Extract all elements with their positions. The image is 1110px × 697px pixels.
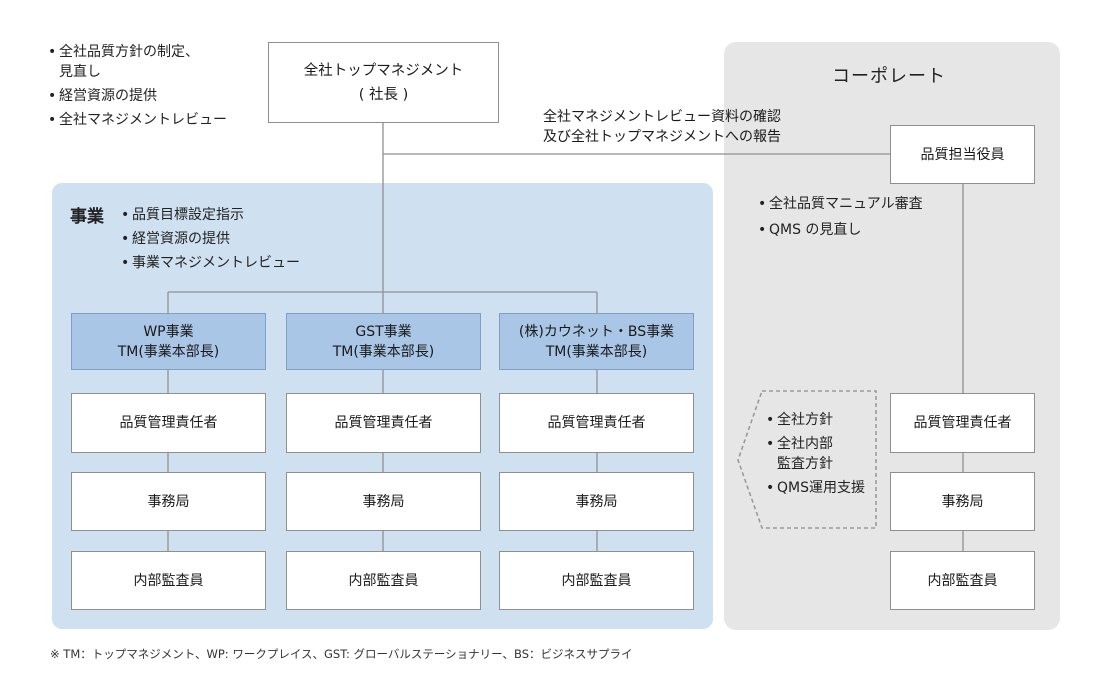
support-note-policy: 全社方針 [766, 410, 865, 430]
corporate-title: コーポレート [832, 66, 946, 87]
corp-quality-manager-box: 品質管理責任者 [890, 393, 1035, 453]
unit-wp-name: WP事業 [143, 323, 194, 340]
footnote: ※ TM：トップマネジメント、WP: ワークプレイス、GST: グローバルステー… [50, 647, 633, 661]
unit-gst-head: GST事業 TM(事業本部長) [286, 313, 481, 370]
top-notes: 全社品質方針の制定、見直し 経営資源の提供 全社マネジメントレビュー [48, 42, 227, 130]
unit-wp-tm: TM(事業本部長) [117, 343, 220, 360]
top-note-review: 全社マネジメントレビュー [48, 110, 227, 130]
unit-wp-quality-manager: 品質管理責任者 [71, 393, 266, 453]
corp-internal-auditor-box: 内部監査員 [890, 551, 1035, 610]
business-note-target: 品質目標設定指示 [121, 205, 300, 225]
unit-gst-name: GST事業 [355, 323, 412, 340]
unit-gst-internal-auditor: 内部監査員 [286, 551, 481, 610]
business-notes: 品質目標設定指示 経営資源の提供 事業マネジメントレビュー [121, 205, 300, 273]
business-title: 事業 [70, 207, 104, 227]
business-note-resources: 経営資源の提供 [121, 229, 300, 249]
unit-wp-internal-auditor: 内部監査員 [71, 551, 266, 610]
officer-note-qms: QMS の見直し [758, 220, 923, 240]
report-label: 全社マネジメントレビュー資料の確認 及び全社トップマネジメントへの報告 [543, 109, 781, 145]
unit-bs-head: (株)カウネット・BS事業 TM(事業本部長) [499, 313, 694, 370]
officer-note-manual: 全社品質マニュアル審査 [758, 194, 923, 214]
unit-gst-quality-manager: 品質管理責任者 [286, 393, 481, 453]
unit-wp-secretariat: 事務局 [71, 472, 266, 531]
unit-bs-name: (株)カウネット・BS事業 [518, 323, 675, 340]
business-note-review: 事業マネジメントレビュー [121, 253, 300, 273]
top-management-title: 全社トップマネジメント [303, 62, 464, 79]
unit-bs-tm: TM(事業本部長) [545, 343, 648, 360]
top-management-subtitle: ( 社長 ) [358, 86, 409, 103]
unit-gst-secretariat: 事務局 [286, 472, 481, 531]
support-note-qms: QMS運用支援 [766, 478, 865, 498]
top-management-box: 全社トップマネジメント ( 社長 ) [268, 42, 499, 123]
support-callout-outline [737, 390, 877, 529]
unit-bs-secretariat: 事務局 [499, 472, 694, 531]
top-note-policy: 全社品質方針の制定、見直し [48, 42, 227, 82]
quality-officer-box: 品質担当役員 [890, 125, 1035, 184]
unit-bs-internal-auditor: 内部監査員 [499, 551, 694, 610]
officer-notes: 全社品質マニュアル審査 QMS の見直し [758, 194, 923, 240]
unit-gst-tm: TM(事業本部長) [332, 343, 435, 360]
top-note-resources: 経営資源の提供 [48, 86, 227, 106]
corp-secretariat-box: 事務局 [890, 472, 1035, 531]
unit-bs-quality-manager: 品質管理責任者 [499, 393, 694, 453]
unit-wp-head: WP事業 TM(事業本部長) [71, 313, 266, 370]
